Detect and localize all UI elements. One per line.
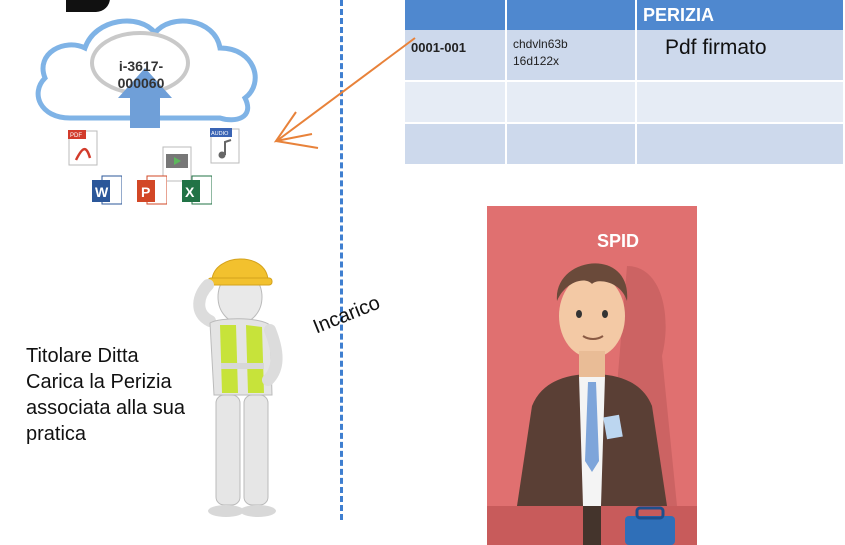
table-row: 0001-001 chdvln63b 16d122x Pdf firmato <box>405 30 845 82</box>
row-document: Pdf firmato <box>636 30 845 82</box>
upload-arrow-icon <box>273 37 416 149</box>
caption-line1: Titolare Ditta <box>26 345 139 367</box>
row-document <box>636 81 845 124</box>
excel-letter: X <box>185 184 195 200</box>
row-code <box>405 81 507 124</box>
heading-fragment <box>66 0 110 12</box>
worker-caption: Titolare Ditta Carica la Perizia associa… <box>26 343 256 447</box>
table-row <box>405 123 845 166</box>
perizia-table: PERIZIA 0001-001 chdvln63b 16d122x Pdf f… <box>405 0 845 166</box>
word-file-icon: W <box>92 175 122 205</box>
table-header-cell <box>506 0 637 30</box>
spid-label: SPID <box>596 231 639 251</box>
row-code: 0001-001 <box>405 30 507 82</box>
audio-tag: AUDIO <box>211 131 229 137</box>
dashed-separator <box>340 0 343 520</box>
table-header-cell <box>405 0 507 30</box>
table-header-cell: PERIZIA <box>636 0 845 30</box>
excel-file-icon: X <box>182 175 212 205</box>
pdf-file-icon: PDF <box>68 130 98 166</box>
caption-line3: associata alla sua <box>26 397 185 419</box>
ppt-letter: P <box>141 184 150 200</box>
caption-line2: Carica la Perizia <box>26 371 172 393</box>
row-hash <box>506 81 637 124</box>
row-hash-line1: chdvln63b <box>513 37 568 51</box>
powerpoint-file-icon: P <box>137 175 167 205</box>
video-file-icon <box>162 146 192 182</box>
cloud-storage-icon <box>35 18 258 128</box>
word-letter: W <box>95 184 109 200</box>
pdf-tag: PDF <box>70 133 82 139</box>
row-hash: chdvln63b 16d122x <box>506 30 637 82</box>
caption-line4: pratica <box>26 423 87 445</box>
cloud-code-line1: i-3617- <box>118 58 164 74</box>
audio-file-icon: AUDIO <box>210 128 240 164</box>
spid-businessman-illustration <box>487 206 697 545</box>
table-row <box>405 81 845 124</box>
incarico-label: Incarico <box>310 291 384 339</box>
table-header-row: PERIZIA <box>405 0 845 30</box>
row-hash <box>506 123 637 166</box>
cloud-code: i-3617- 000060 <box>100 58 182 92</box>
row-hash-line2: 16d122x <box>513 54 560 68</box>
construction-worker-figure <box>193 258 283 517</box>
row-document <box>636 123 845 166</box>
row-code <box>405 123 507 166</box>
cloud-code-line2: 000060 <box>117 75 165 91</box>
